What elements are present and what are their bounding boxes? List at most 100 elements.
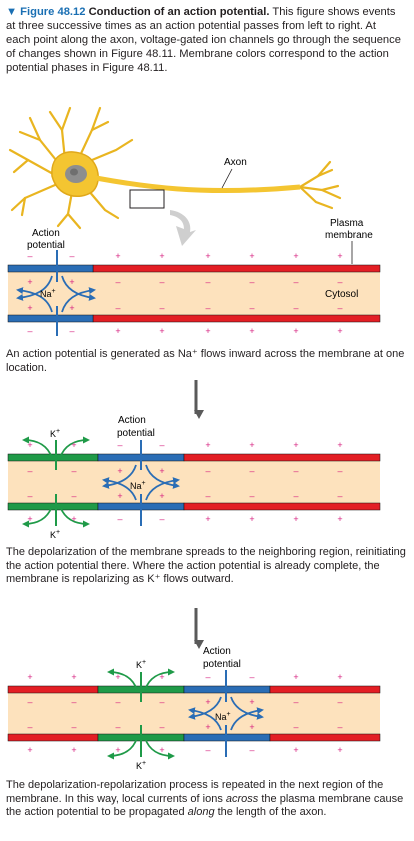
membrane-top-resting-2 bbox=[183, 453, 381, 462]
action-potential-label-1a: Action bbox=[32, 228, 60, 239]
figure-title: Conduction of an action potential. bbox=[88, 6, 270, 18]
na-influx-arrows-2 bbox=[102, 464, 180, 501]
charge-signs-2: ++ –– ++ ++ –– ++ –– –– –– ++ –– –– ++ –… bbox=[27, 440, 342, 524]
sign-64: + bbox=[337, 514, 342, 524]
sign-26: – bbox=[69, 326, 74, 336]
sign-69: – bbox=[205, 672, 210, 682]
sign-10: + bbox=[69, 277, 74, 287]
sign-57: + bbox=[27, 514, 32, 524]
sign-42: – bbox=[71, 466, 76, 476]
sign-81: – bbox=[27, 722, 32, 732]
sign-52: + bbox=[159, 491, 164, 501]
charge-signs-3: ++ ++ –– ++ –– –– ++ –– –– –– ++ –– ++ +… bbox=[27, 672, 342, 755]
na-influx-arrows-1 bbox=[16, 275, 96, 313]
sign-83: – bbox=[115, 722, 120, 732]
sign-29: + bbox=[205, 326, 210, 336]
membrane-bottom-resting-1 bbox=[92, 314, 381, 323]
sign-56: – bbox=[337, 491, 342, 501]
membrane-bottom-resting-2 bbox=[183, 502, 381, 511]
sign-89: + bbox=[27, 745, 32, 755]
panel-3-caption-emphasis-along: along bbox=[187, 806, 215, 819]
panel-1-caption: An action potential is generated as Na⁺ … bbox=[6, 348, 405, 374]
sign-6: + bbox=[249, 251, 254, 261]
k-efflux-arrows-3 bbox=[107, 668, 175, 760]
membrane-bottom-repolarizing-2 bbox=[7, 502, 99, 511]
k-label-3-top: K+ bbox=[136, 659, 146, 670]
sign-53: – bbox=[205, 491, 210, 501]
sign-17: + bbox=[27, 303, 32, 313]
panel-1: Action potential Plasma membrane Na+ Cyt… bbox=[7, 218, 381, 336]
action-potential-label-2a: Action bbox=[118, 415, 146, 426]
sign-9: + bbox=[27, 277, 32, 287]
panel-3-caption-part-2: the plasma membrane cause the action pot… bbox=[6, 792, 404, 819]
sign-27: + bbox=[115, 326, 120, 336]
na-label-3: Na+ bbox=[215, 711, 231, 722]
k-label-3-bottom: K+ bbox=[136, 760, 146, 771]
sign-51: + bbox=[117, 491, 122, 501]
k-label-2-top: K+ bbox=[50, 428, 60, 439]
sign-62: + bbox=[249, 514, 254, 524]
sign-55: – bbox=[293, 491, 298, 501]
sign-58: + bbox=[71, 514, 76, 524]
sign-40: + bbox=[337, 440, 342, 450]
k-efflux-arrows-2 bbox=[22, 436, 90, 528]
sign-14: – bbox=[249, 277, 254, 287]
sign-38: + bbox=[249, 440, 254, 450]
sign-35: – bbox=[117, 440, 122, 450]
sign-22: – bbox=[249, 303, 254, 313]
sign-82: – bbox=[71, 722, 76, 732]
na-label-2: Na+ bbox=[130, 480, 146, 491]
sign-84: – bbox=[159, 722, 164, 732]
cytosol-3 bbox=[8, 693, 380, 734]
sign-25: – bbox=[27, 326, 32, 336]
sign-70: – bbox=[249, 672, 254, 682]
sign-94: – bbox=[249, 745, 254, 755]
plasma-membrane-label-b: membrane bbox=[325, 230, 373, 241]
sign-78: + bbox=[249, 697, 254, 707]
na-influx-arrows-3 bbox=[188, 696, 264, 731]
sign-15: – bbox=[293, 277, 298, 287]
sign-44: + bbox=[159, 466, 164, 476]
sign-11: – bbox=[115, 277, 120, 287]
sign-36: – bbox=[159, 440, 164, 450]
sign-3: + bbox=[115, 251, 120, 261]
na-label-1: Na+ bbox=[40, 288, 56, 299]
sign-32: + bbox=[337, 326, 342, 336]
action-potential-label-3b: potential bbox=[203, 659, 241, 670]
sign-49: – bbox=[27, 491, 32, 501]
sign-79: – bbox=[293, 697, 298, 707]
sign-87: – bbox=[293, 722, 298, 732]
action-potential-label-3a: Action bbox=[203, 646, 231, 657]
sign-73: – bbox=[27, 697, 32, 707]
sign-2: – bbox=[69, 251, 74, 261]
membrane-top-repolarizing-2 bbox=[7, 453, 99, 462]
panel-3: Action potential K+ K+ Na+ + bbox=[7, 646, 381, 771]
figure-caption: ▼ Figure 48.12 Conduction of an action p… bbox=[6, 5, 402, 75]
sign-34: + bbox=[71, 440, 76, 450]
sign-20: – bbox=[159, 303, 164, 313]
sign-67: + bbox=[115, 672, 120, 682]
plasma-membrane-label-a: Plasma bbox=[330, 218, 364, 229]
cytosol-2 bbox=[8, 461, 380, 503]
panel-3-caption: The depolarization-repolarization proces… bbox=[6, 779, 406, 820]
zoom-arrow bbox=[170, 210, 196, 246]
sign-48: – bbox=[337, 466, 342, 476]
sign-33: + bbox=[27, 440, 32, 450]
sign-91: + bbox=[115, 745, 120, 755]
membrane-top-resting-1 bbox=[92, 264, 381, 273]
membrane-bottom-depolarized-1 bbox=[7, 314, 94, 323]
sign-47: – bbox=[293, 466, 298, 476]
sign-96: + bbox=[337, 745, 342, 755]
sign-8: + bbox=[337, 251, 342, 261]
neuron-illustration: Axon bbox=[8, 106, 342, 246]
sign-23: – bbox=[293, 303, 298, 313]
membrane-top-resting-3a bbox=[7, 685, 99, 694]
sign-21: – bbox=[205, 303, 210, 313]
sign-65: + bbox=[27, 672, 32, 682]
membrane-top-depolarized-1 bbox=[7, 264, 94, 273]
sign-16: – bbox=[337, 277, 342, 287]
panel-2: Action potential K+ K+ Na+ ++ –– bbox=[7, 415, 381, 540]
sign-28: + bbox=[159, 326, 164, 336]
zoom-box bbox=[129, 189, 165, 209]
sign-4: + bbox=[159, 251, 164, 261]
